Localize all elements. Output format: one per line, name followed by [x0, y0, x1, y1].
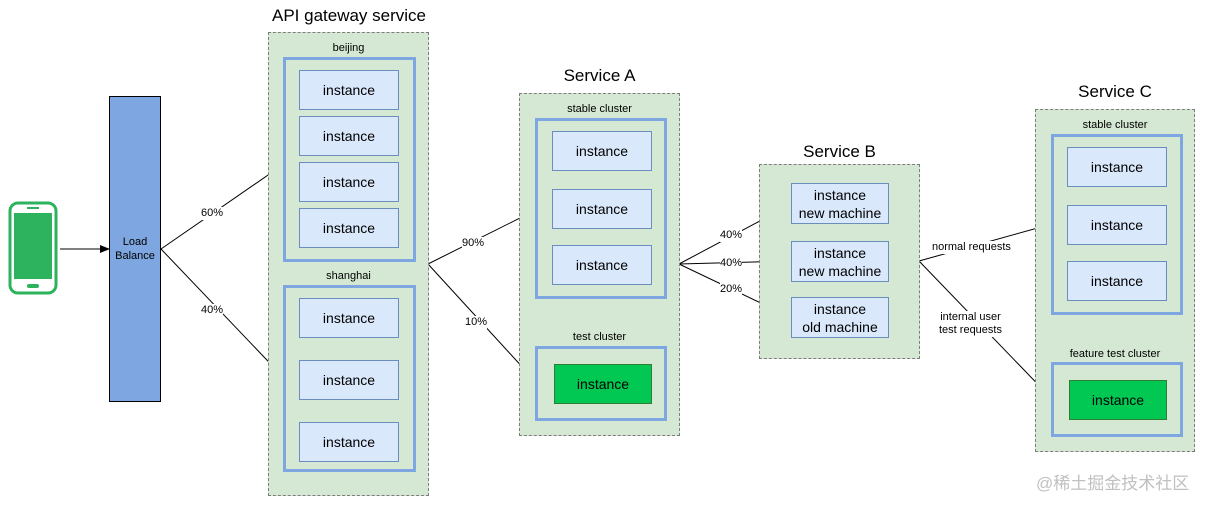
service-c-feature-instance[interactable]: instance	[1069, 380, 1167, 420]
service-a-test-cluster	[535, 346, 667, 421]
service-a-stable-instance[interactable]: instance	[552, 131, 652, 171]
beijing-instance[interactable]: instance	[299, 208, 399, 248]
shanghai-label: shanghai	[326, 270, 371, 282]
shanghai-instance[interactable]: instance	[299, 422, 399, 462]
service-c-feature-label: feature test cluster	[1069, 348, 1161, 360]
a-b2-percent: 40%	[720, 257, 743, 270]
mobile-phone-icon	[8, 201, 58, 295]
service-a-stable-instance[interactable]: instance	[552, 245, 652, 285]
service-a-test-label: test cluster	[572, 331, 627, 343]
service-c-stable-instance[interactable]: instance	[1067, 261, 1167, 301]
beijing-instance[interactable]: instance	[299, 162, 399, 202]
service-a-test-instance[interactable]: instance	[554, 364, 652, 404]
beijing-instance[interactable]: instance	[299, 70, 399, 110]
service-a-title: Service A	[563, 66, 636, 85]
service-a-stable-cluster	[535, 118, 667, 299]
beijing-cluster	[283, 57, 416, 262]
service-c-stable-instance[interactable]: instance	[1067, 205, 1167, 245]
shanghai-instance[interactable]: instance	[299, 360, 399, 400]
normal-requests-label: normal requests	[932, 241, 1011, 254]
service-c-feature-cluster	[1051, 362, 1183, 437]
lb-beijing-percent: 60%	[201, 207, 224, 220]
service-c-stable-label: stable cluster	[1082, 119, 1148, 131]
service-b-instance-new[interactable]: instance new machine	[791, 183, 889, 224]
gateway-test-percent: 10%	[465, 316, 488, 329]
service-c-title: Service C	[1078, 82, 1152, 101]
beijing-label: beijing	[332, 42, 365, 54]
service-c-stable-instance[interactable]: instance	[1067, 147, 1167, 187]
shanghai-instance[interactable]: instance	[299, 298, 399, 338]
shanghai-cluster	[283, 285, 416, 472]
load-balancer-label: Load Balance	[115, 236, 155, 262]
service-b-instance-old[interactable]: instance old machine	[791, 297, 889, 338]
service-a-stable-instance[interactable]: instance	[552, 189, 652, 229]
internal-test-requests-label: internal user test requests	[939, 311, 1002, 337]
service-a-stable-label: stable cluster	[567, 103, 632, 115]
service-b-instance-new[interactable]: instance new machine	[791, 241, 889, 282]
service-b-title: Service B	[803, 142, 876, 161]
a-b1-percent: 40%	[720, 229, 743, 242]
a-b3-percent: 20%	[720, 283, 743, 296]
load-balancer[interactable]: Load Balance	[109, 96, 161, 402]
watermark: @稀土掘金技术社区	[1036, 474, 1190, 493]
service-c-stable-cluster	[1051, 134, 1183, 315]
lb-shanghai-percent: 40%	[201, 304, 224, 317]
gateway-title: API gateway service	[271, 6, 426, 25]
beijing-instance[interactable]: instance	[299, 116, 399, 156]
gateway-stable-percent: 90%	[462, 237, 485, 250]
lb-to-beijing-arrow	[160, 163, 285, 250]
